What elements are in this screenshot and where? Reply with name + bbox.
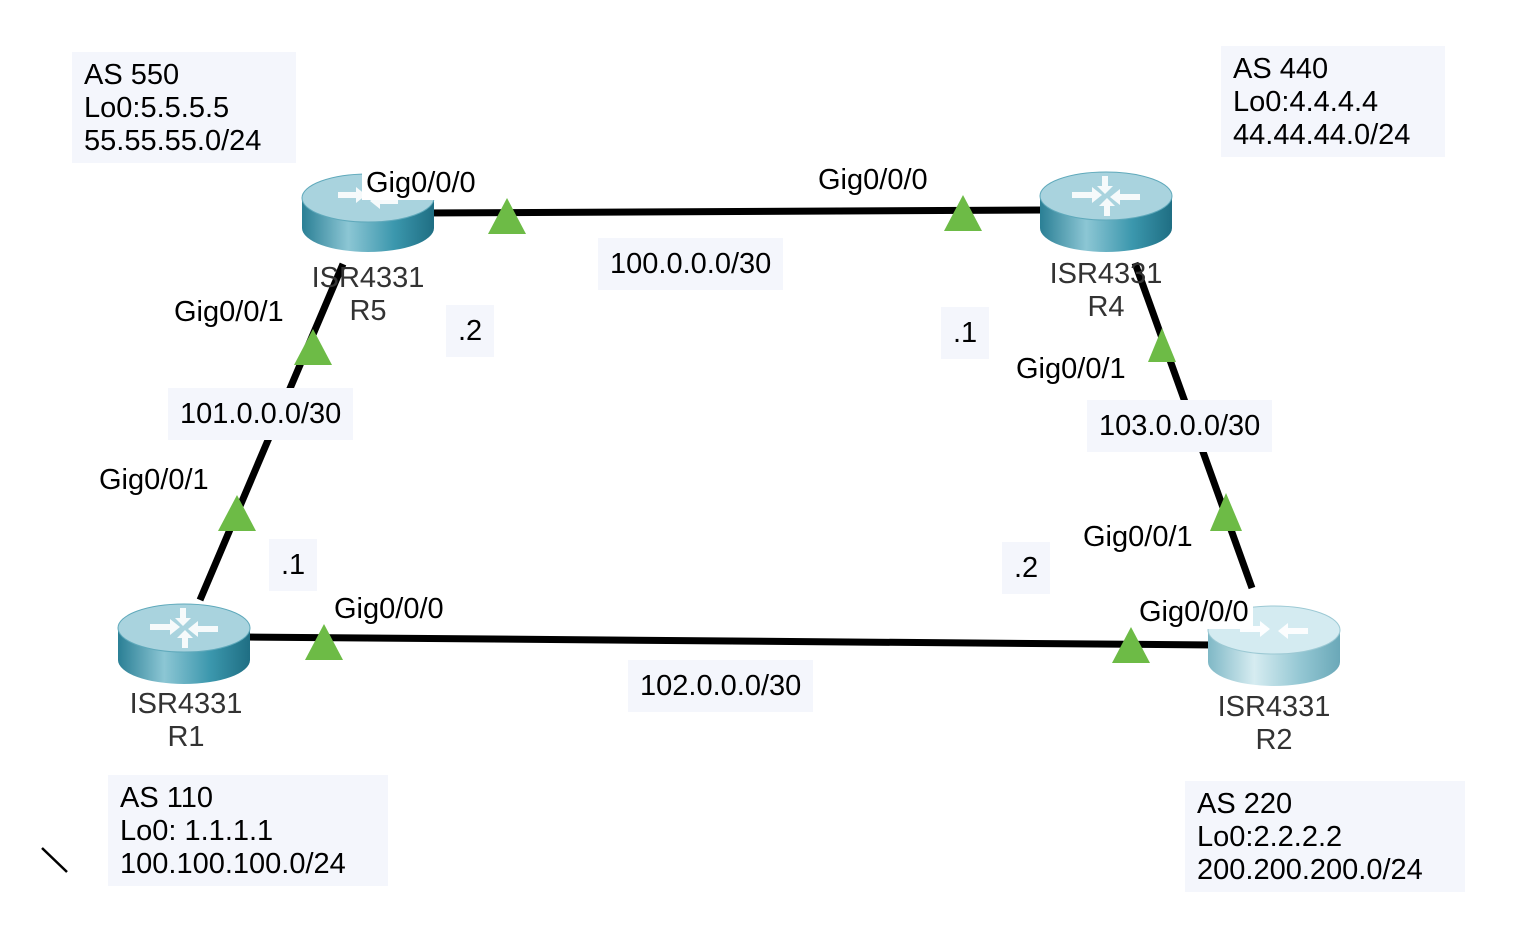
router-name: R5 <box>349 295 387 327</box>
link-up-triangle-icon <box>1210 493 1242 531</box>
link-up-triangle-icon <box>1112 627 1150 663</box>
interface-label-r1-gig001: Gig0/0/1 <box>95 463 213 497</box>
subnet-label-r5-r4: 100.0.0.0/30 <box>598 238 784 290</box>
as-number: AS 440 <box>1233 53 1329 85</box>
router-r4-label: ISR4331 R4 <box>1038 258 1174 324</box>
router-model: ISR4331 <box>311 262 425 294</box>
router-r2-label: ISR4331 R2 <box>1206 691 1342 757</box>
loopback-address: Lo0:5.5.5.5 <box>84 92 230 124</box>
advertised-network: 55.55.55.0/24 <box>84 125 262 157</box>
subnet-label-r2-r4: 103.0.0.0/30 <box>1087 400 1273 452</box>
interface-label-r2-gig000: Gig0/0/0 <box>1135 595 1253 629</box>
interface-label-r4-gig001: Gig0/0/1 <box>1012 352 1130 386</box>
router-r1-icon[interactable] <box>116 598 252 688</box>
as-note-r4[interactable]: AS 440 Lo0:4.4.4.4 44.44.44.0/24 <box>1221 46 1445 157</box>
link-r5-r4[interactable] <box>419 206 1046 217</box>
advertised-network: 200.200.200.0/24 <box>1197 854 1423 886</box>
link-up-triangle-icon <box>294 329 332 365</box>
as-note-r5[interactable]: AS 550 Lo0:5.5.5.5 55.55.55.0/24 <box>72 52 296 163</box>
router-name: R4 <box>1087 291 1125 323</box>
router-r4-icon[interactable] <box>1038 168 1174 256</box>
advertised-network: 44.44.44.0/24 <box>1233 119 1411 151</box>
as-note-r2[interactable]: AS 220 Lo0:2.2.2.2 200.200.200.0/24 <box>1185 781 1465 892</box>
router-model: ISR4331 <box>1217 691 1331 723</box>
subnet-label-r1-r2: 102.0.0.0/30 <box>628 660 814 712</box>
router-r1-label: ISR4331 R1 <box>118 688 254 754</box>
router-model: ISR4331 <box>129 688 243 720</box>
router-name: R2 <box>1255 724 1293 756</box>
advertised-network: 100.100.100.0/24 <box>120 848 346 880</box>
as-number: AS 110 <box>120 782 213 814</box>
interface-label-r5-gig001: Gig0/0/1 <box>170 295 288 329</box>
loopback-address: Lo0: 1.1.1.1 <box>120 815 274 847</box>
host-label-r4: .1 <box>941 307 990 359</box>
router-name: R1 <box>167 721 205 753</box>
cursor-mark-icon <box>41 847 68 873</box>
as-number: AS 550 <box>84 59 180 91</box>
interface-label-r1-gig000: Gig0/0/0 <box>330 592 448 626</box>
interface-label-r4-gig000: Gig0/0/0 <box>814 163 932 197</box>
router-model: ISR4331 <box>1049 258 1163 290</box>
interface-label-r5-gig000: Gig0/0/0 <box>362 166 480 200</box>
subnet-label-r1-r5: 101.0.0.0/30 <box>168 388 354 440</box>
link-up-triangle-icon <box>218 495 256 531</box>
host-label-r2: .2 <box>1002 542 1051 594</box>
interface-label-r2-gig001: Gig0/0/1 <box>1079 520 1197 554</box>
link-up-triangle-icon <box>305 624 343 660</box>
as-note-r1[interactable]: AS 110 Lo0: 1.1.1.1 100.100.100.0/24 <box>108 775 388 886</box>
loopback-address: Lo0:4.4.4.4 <box>1233 86 1379 118</box>
link-up-triangle-icon <box>944 195 982 231</box>
link-up-triangle-icon <box>1148 328 1176 362</box>
loopback-address: Lo0:2.2.2.2 <box>1197 821 1343 853</box>
host-label-r1: .1 <box>269 539 318 591</box>
host-label-r5: .2 <box>446 305 495 357</box>
router-r5-label: ISR4331 R5 <box>300 262 436 328</box>
as-number: AS 220 <box>1197 788 1293 820</box>
link-r1-r2[interactable] <box>244 633 1216 649</box>
link-up-triangle-icon <box>488 198 526 234</box>
